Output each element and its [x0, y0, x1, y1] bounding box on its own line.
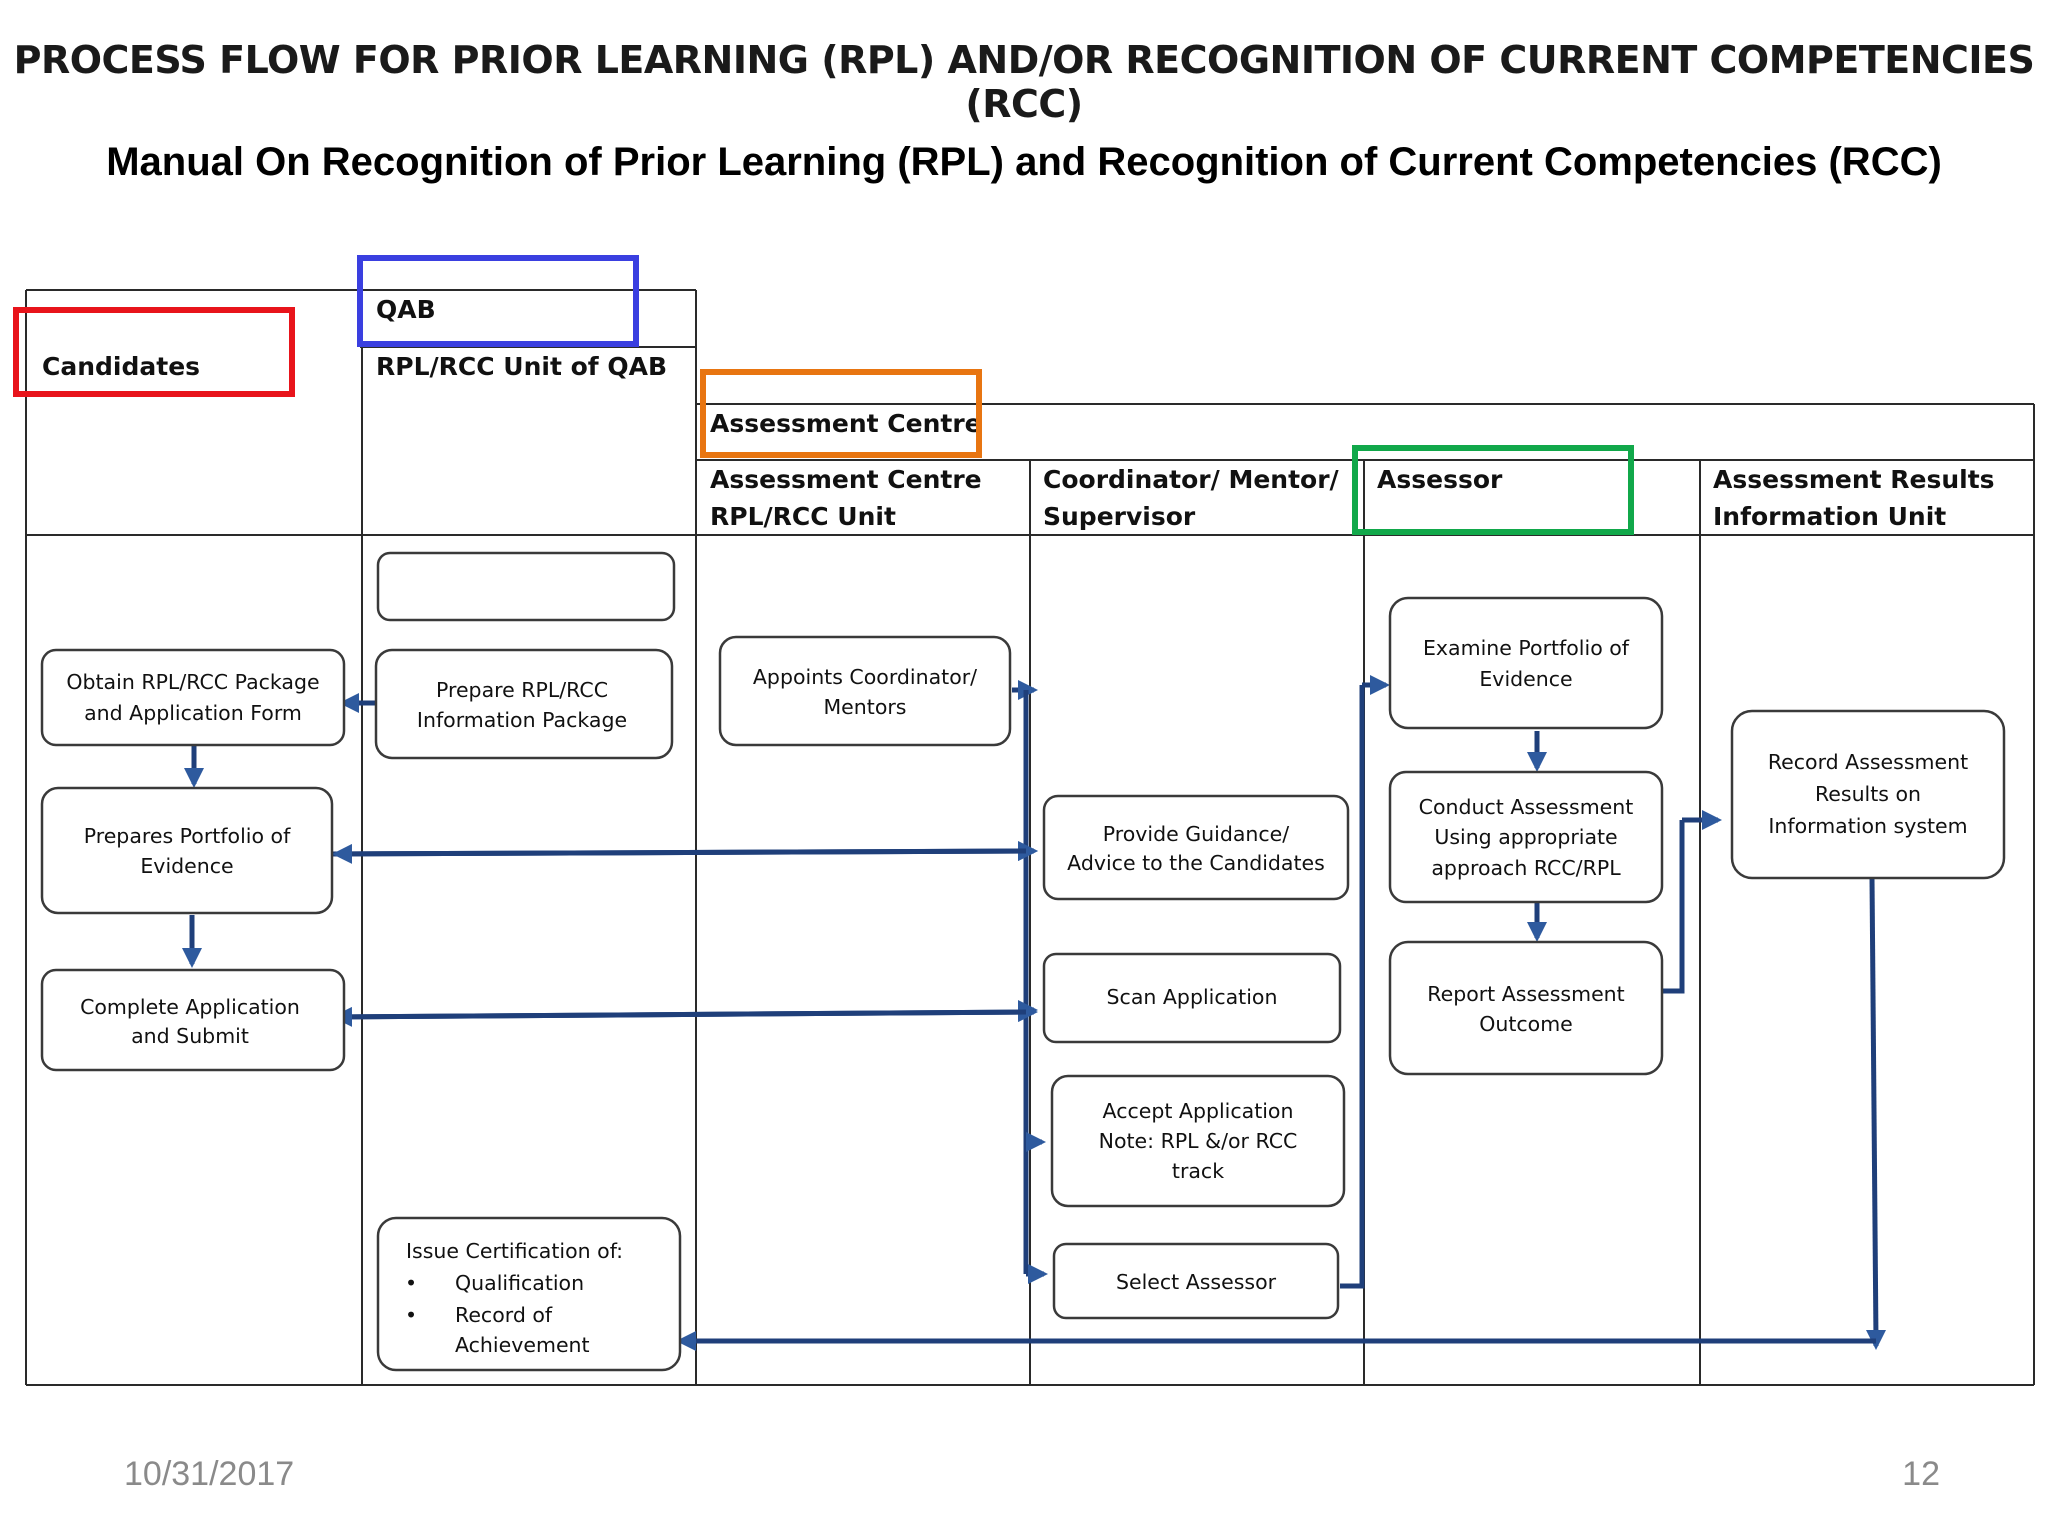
node-record-results: Record Assessment Results on Information… — [1730, 709, 2006, 880]
node-text: Information Package — [417, 708, 627, 732]
lane-header-ac-unit-line2: RPL/RCC Unit — [710, 502, 896, 531]
node-text: track — [1172, 1159, 1224, 1183]
node-text: Complete Application — [80, 995, 300, 1019]
lane-header-qab: QAB — [376, 295, 436, 324]
node-text: Record Assessment — [1768, 750, 1968, 774]
node-prepares-portfolio: Prepares Portfolio of Evidence — [40, 786, 334, 915]
node-text: Provide Guidance/ — [1103, 822, 1290, 846]
node-issue-certification: Issue Certification of: • Qualification … — [376, 1216, 682, 1372]
node-text: Examine Portfolio of — [1423, 636, 1630, 660]
node-text: Scan Application — [1107, 985, 1278, 1009]
node-text: and Submit — [131, 1024, 249, 1048]
node-text: Conduct Assessment — [1419, 795, 1634, 819]
swimlane-grid — [25, 289, 2035, 1386]
node-text: Results on — [1815, 782, 1921, 806]
highlight-candidates — [13, 307, 295, 397]
lane-header-coordinator-line2: Supervisor — [1043, 502, 1196, 531]
node-text: Issue Certification of: — [406, 1239, 623, 1263]
node-select-assessor: Select Assessor — [1052, 1242, 1340, 1320]
slide-page-number: 12 — [1902, 1455, 1940, 1493]
node-text: Evidence — [1479, 667, 1572, 691]
node-appoints-coordinator: Appoints Coordinator/ Mentors — [718, 635, 1012, 747]
bullet: • — [405, 1271, 417, 1295]
node-text: approach RCC/RPL — [1431, 856, 1621, 880]
node-text: Record of — [455, 1303, 553, 1327]
node-obtain-package: Obtain RPL/RCC Package and Application F… — [40, 648, 346, 747]
node-text: Prepare RPL/RCC — [436, 678, 608, 702]
node-examine-portfolio: Examine Portfolio of Evidence — [1388, 596, 1664, 730]
node-complete-application: Complete Application and Submit — [40, 968, 346, 1072]
node-text: Evidence — [140, 854, 233, 878]
node-text: Using appropriate — [1434, 825, 1617, 849]
node-provide-guidance: Provide Guidance/ Advice to the Candidat… — [1042, 794, 1350, 901]
node-text: Prepares Portfolio of — [84, 824, 291, 848]
node-accept-application: Accept Application Note: RPL &/or RCC tr… — [1050, 1074, 1346, 1208]
node-prepare-package: Prepare RPL/RCC Information Package — [374, 648, 674, 760]
lane-header-results-line1: Assessment Results — [1713, 465, 1995, 494]
node-text: Appoints Coordinator/ — [753, 665, 977, 689]
node-text: Obtain RPL/RCC Package — [66, 670, 319, 694]
node-qab-empty — [376, 551, 676, 622]
slide-title: PROCESS FLOW FOR PRIOR LEARNING (RPL) AN… — [13, 38, 2035, 126]
node-text: Qualification — [455, 1271, 584, 1295]
node-text: Achievement — [455, 1333, 590, 1357]
connectors — [182, 675, 1886, 1351]
node-text: Outcome — [1479, 1012, 1573, 1036]
node-text: Accept Application — [1103, 1099, 1294, 1123]
lane-header-qab-unit: RPL/RCC Unit of QAB — [376, 352, 667, 381]
lane-header-results-line2: Information Unit — [1713, 502, 1946, 531]
slide-date: 10/31/2017 — [124, 1455, 295, 1493]
node-text: Information system — [1768, 814, 1967, 838]
lane-header-assessor: Assessor — [1377, 465, 1503, 494]
highlight-assessor — [1352, 445, 1634, 535]
lane-header-coordinator-line1: Coordinator/ Mentor/ — [1043, 465, 1340, 494]
node-text: Select Assessor — [1116, 1270, 1277, 1294]
node-text: and Application Form — [84, 701, 302, 725]
node-text: Note: RPL &/or RCC — [1099, 1129, 1298, 1153]
lane-header-assessment-centre: Assessment Centre — [710, 409, 982, 438]
node-text: Report Assessment — [1427, 982, 1624, 1006]
highlight-assessment-centre — [700, 369, 982, 458]
node-text: Mentors — [824, 695, 907, 719]
node-report-outcome: Report Assessment Outcome — [1388, 940, 1664, 1076]
node-scan-application: Scan Application — [1042, 952, 1342, 1044]
node-text: Advice to the Candidates — [1067, 851, 1325, 875]
lane-header-ac-unit-line1: Assessment Centre — [710, 465, 982, 494]
bullet: • — [405, 1303, 417, 1327]
lane-header-candidates: Candidates — [42, 352, 200, 381]
highlight-qab — [357, 255, 639, 347]
node-conduct-assessment: Conduct Assessment Using appropriate app… — [1388, 770, 1664, 904]
slide-subtitle: Manual On Recognition of Prior Learning … — [106, 140, 1942, 184]
